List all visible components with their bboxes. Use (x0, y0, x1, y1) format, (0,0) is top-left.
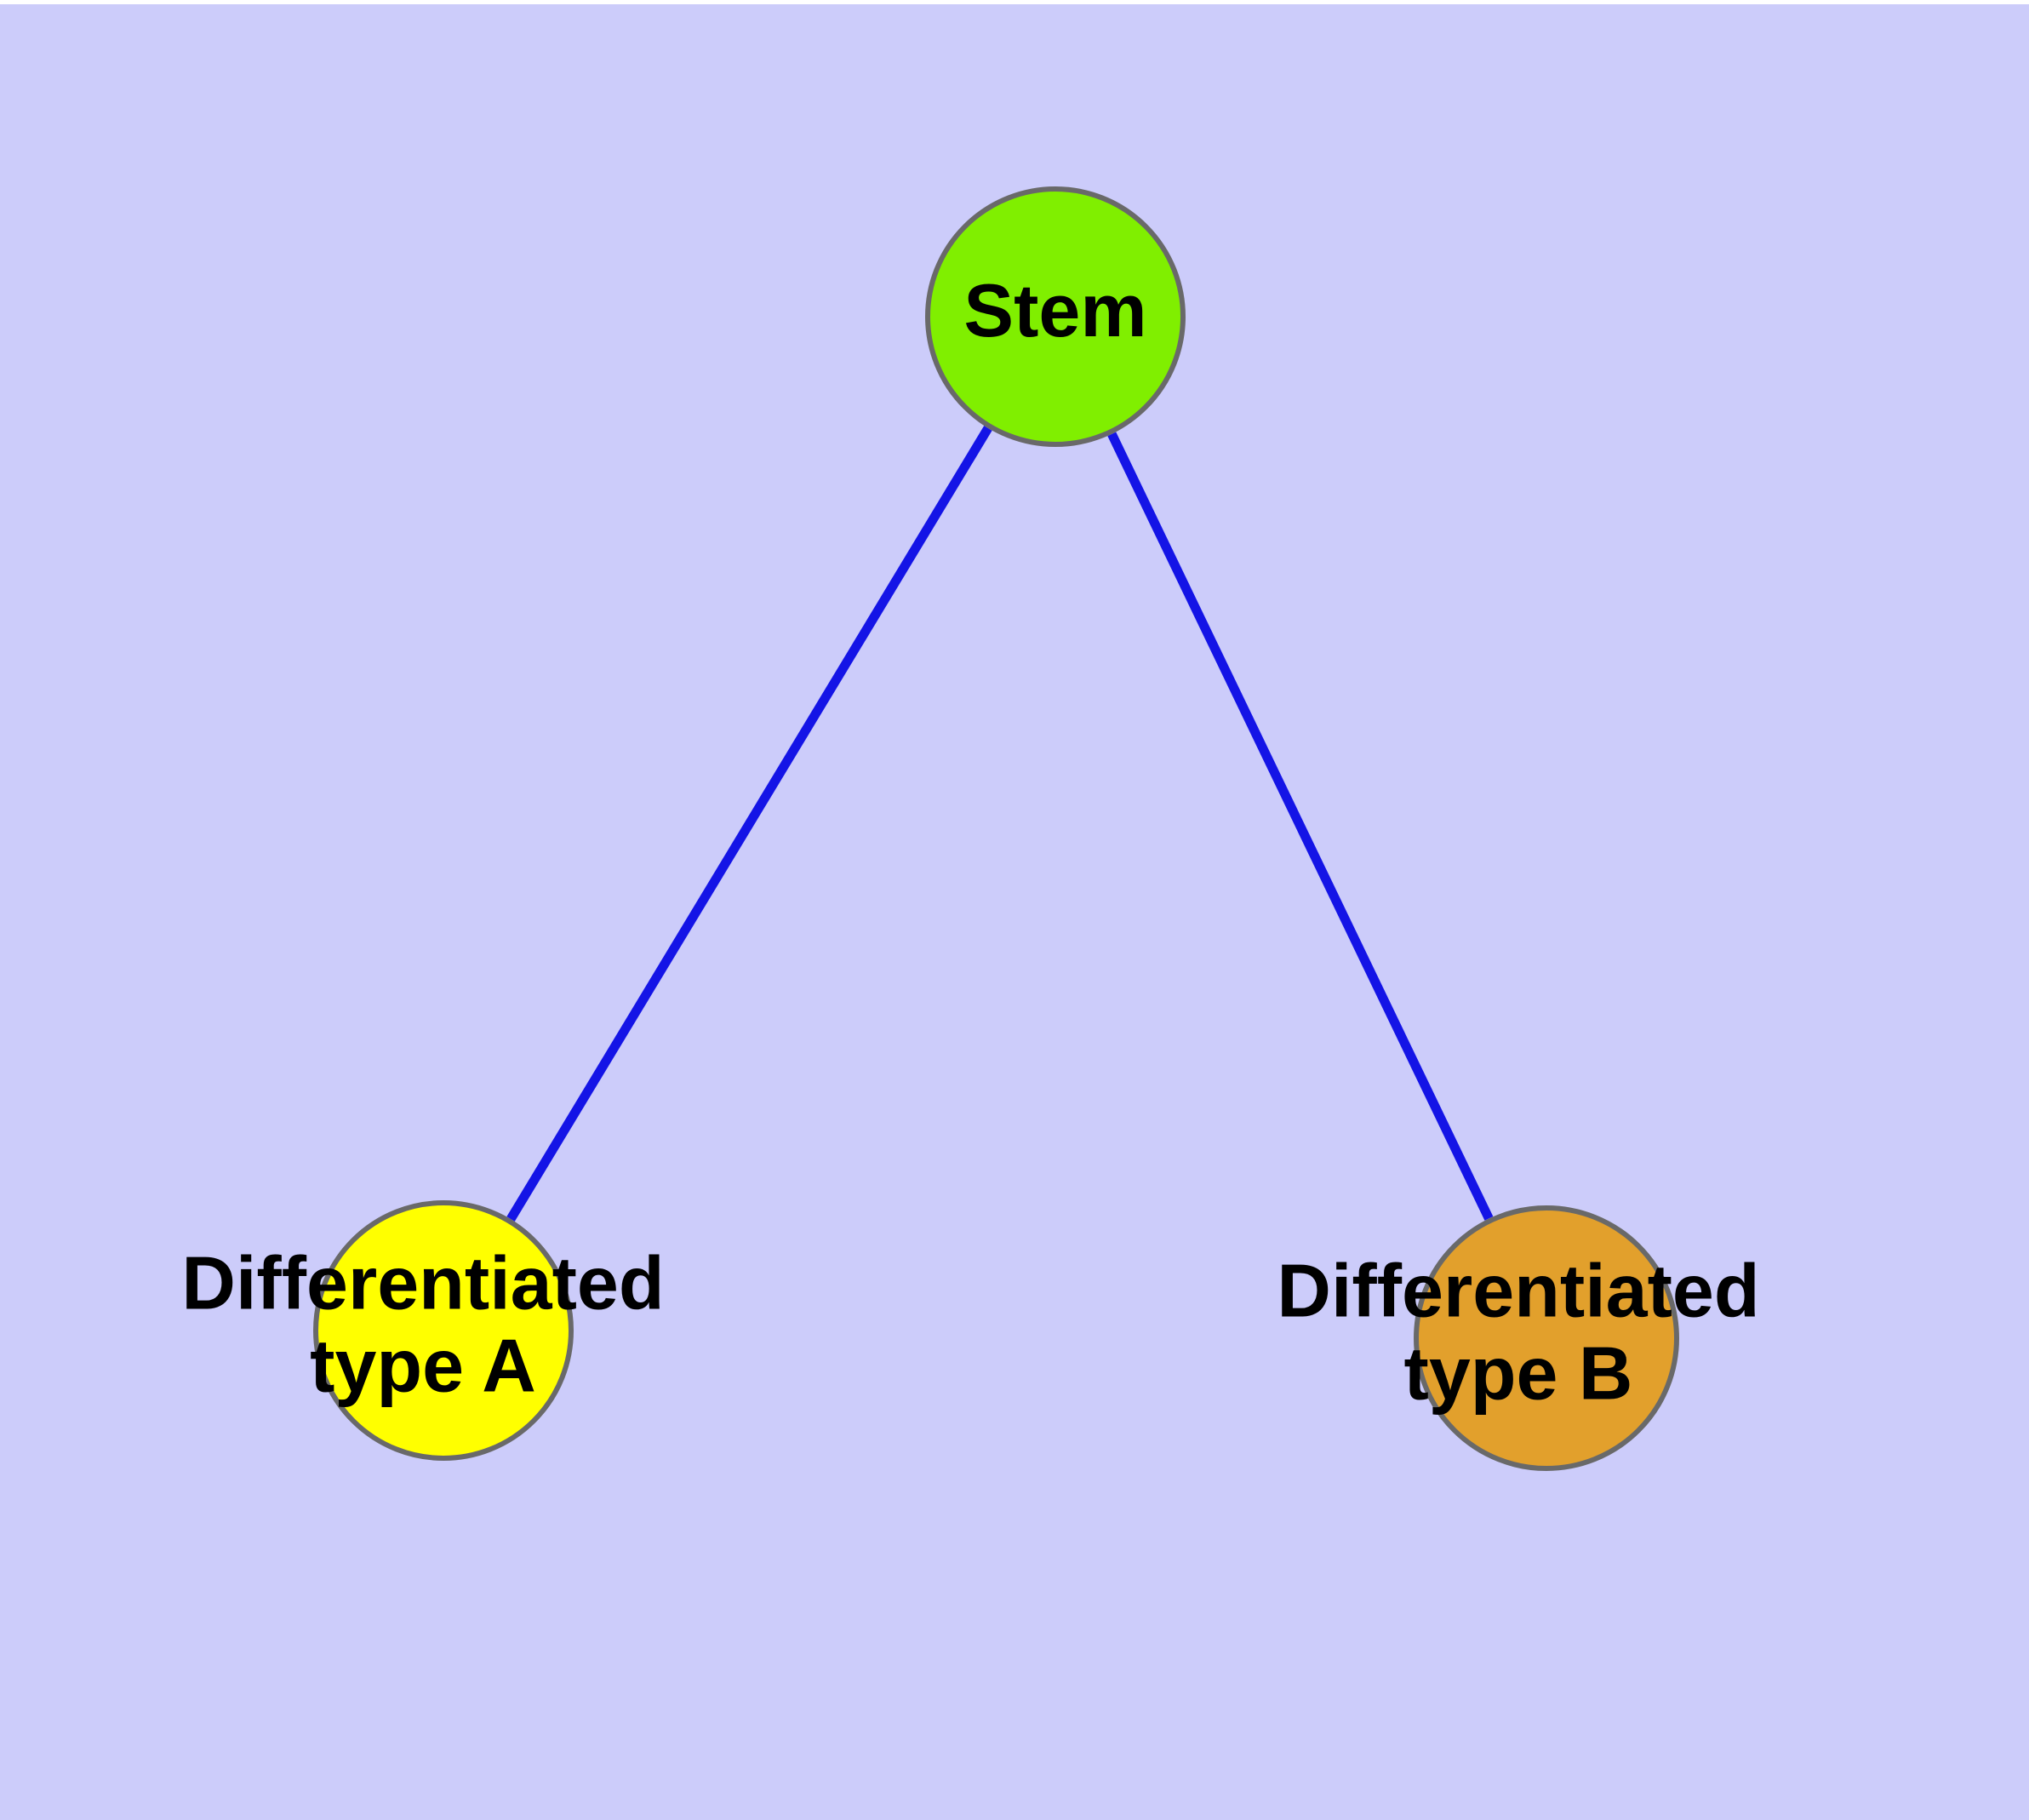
node-circle-diff-b[interactable] (1414, 1205, 1679, 1471)
graph-edge-stem-to-diff-a (506, 426, 992, 1222)
edge-layer (506, 426, 1494, 1222)
node-label-line: type B (1404, 1331, 1633, 1416)
node-label-line: Differentiated (1277, 1249, 1759, 1333)
node-label-line: Differentiated (181, 1241, 664, 1325)
node-label-line: type A (310, 1324, 536, 1408)
graph-node-stem[interactable]: Stem (925, 186, 1186, 447)
graph-edge-stem-to-diff-b (1107, 432, 1494, 1221)
node-label-stem: Stem (963, 268, 1146, 352)
node-circle-diff-a[interactable] (313, 1200, 574, 1461)
node-circle-stem[interactable] (925, 186, 1186, 447)
node-label-line: Stem (963, 268, 1146, 352)
